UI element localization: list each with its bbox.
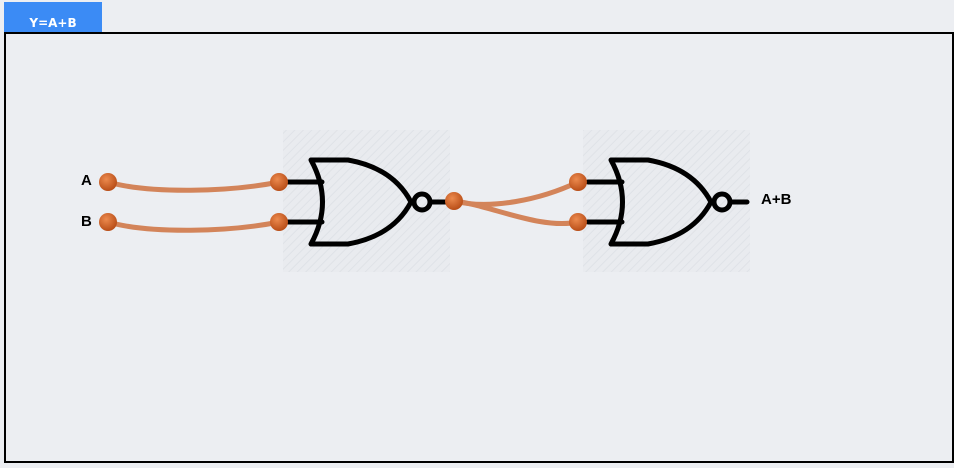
input-a-label: A [81,172,92,189]
gate2-input2-terminal[interactable] [569,213,587,231]
output-label: A+B [761,191,792,208]
wire-gate1-to-gate2-a[interactable] [451,179,581,207]
input-a-terminal[interactable] [99,173,117,191]
gate1-area[interactable] [283,130,450,272]
input-b-terminal[interactable] [99,213,117,231]
nor-gate-1[interactable] [285,157,449,247]
tab-circuit[interactable]: Y=A+B [4,2,102,32]
wire-b[interactable] [105,219,282,233]
gate2-input1-terminal[interactable] [569,173,587,191]
nor-gate-2[interactable] [585,157,750,247]
wire-a[interactable] [105,179,282,193]
wire-gate1-to-gate2-b[interactable] [451,198,581,226]
gate1-input2-terminal[interactable] [270,213,288,231]
gate1-input1-terminal[interactable] [270,173,288,191]
gate2-area[interactable] [583,130,750,272]
circuit-canvas [4,32,954,463]
input-b-label: B [81,213,92,230]
gate1-output-terminal[interactable] [445,192,463,210]
